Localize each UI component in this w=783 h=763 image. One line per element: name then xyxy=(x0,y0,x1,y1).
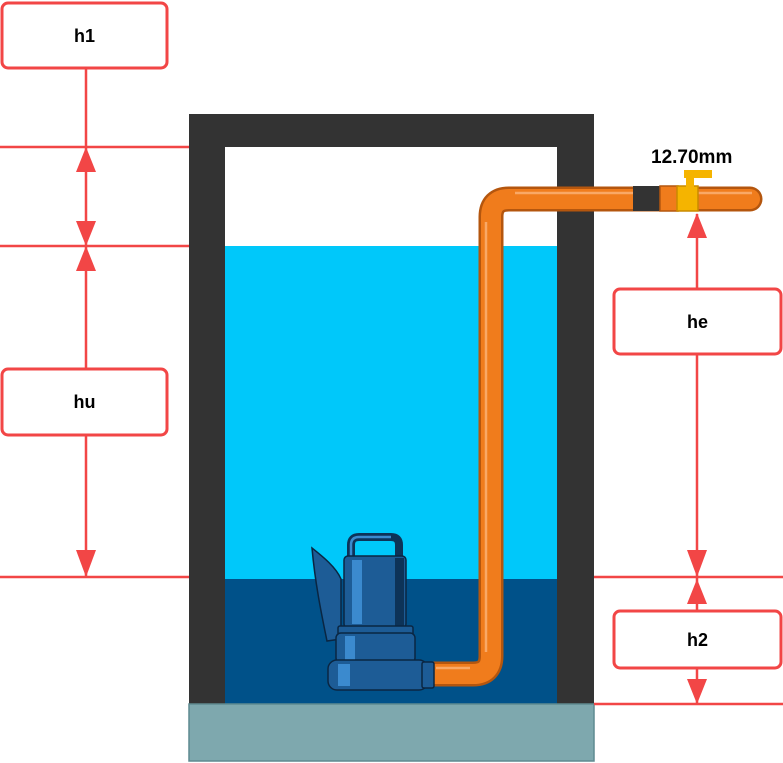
pit-base-slab xyxy=(188,703,595,762)
pump-volute-highlight xyxy=(338,664,350,686)
pump-handle-highlight xyxy=(349,535,391,558)
arrowhead-he-top xyxy=(687,213,707,238)
dimension-arrowheads xyxy=(76,147,707,704)
pipe-coupling xyxy=(633,186,661,211)
pipe-joint xyxy=(659,185,679,212)
h1-box xyxy=(0,1,169,70)
dimension-label-boxes: h1 hu he h2 xyxy=(0,1,783,670)
arrowhead-hu-top xyxy=(76,246,96,271)
arrowhead-h1-bottom xyxy=(76,221,96,246)
h2-label: h2 xyxy=(687,630,708,650)
he-label: he xyxy=(687,312,708,332)
valve-body xyxy=(676,185,699,212)
arrowhead-hu-bottom xyxy=(76,550,96,577)
pipe-body xyxy=(420,189,760,684)
arrowhead-he-bottom xyxy=(687,550,707,577)
pump-guard-fin xyxy=(311,546,342,642)
he-box xyxy=(612,287,783,356)
arrowhead-h1-top xyxy=(76,147,96,172)
h1-label: h1 xyxy=(74,26,95,46)
he-label-box: he xyxy=(612,287,783,356)
pump-motor-highlight xyxy=(352,560,362,624)
hu-box xyxy=(0,367,169,437)
h2-label-box: h2 xyxy=(612,609,783,670)
pump-motor-shadow xyxy=(395,558,404,626)
pipe-fittings xyxy=(633,170,712,212)
arrowhead-h2-bottom xyxy=(687,679,707,704)
h2-box xyxy=(612,609,783,670)
submersible-pump xyxy=(311,533,435,691)
pump-outlet xyxy=(421,661,435,689)
hu-label-box: hu xyxy=(0,367,169,437)
pump-casing-highlight xyxy=(345,636,355,660)
arrowhead-h2-top xyxy=(687,579,707,604)
hu-label: hu xyxy=(74,392,96,412)
outlet-size-label: 12.70mm xyxy=(651,147,732,168)
h1-label-box: h1 xyxy=(0,1,169,70)
valve-stem xyxy=(686,176,694,187)
water-upper-zone xyxy=(225,246,557,580)
valve-handle xyxy=(684,170,712,178)
